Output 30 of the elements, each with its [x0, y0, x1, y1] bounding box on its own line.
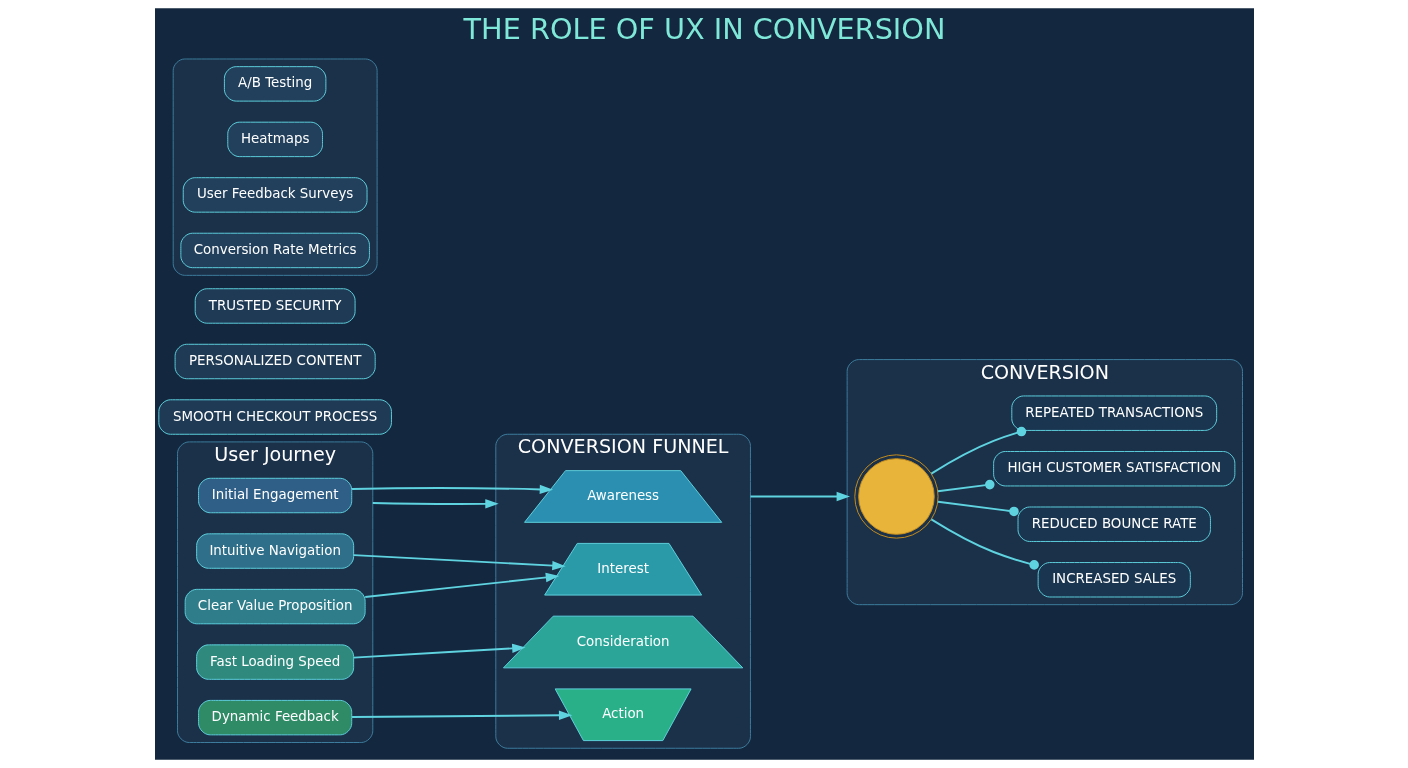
arrow [749, 491, 850, 502]
node-box: HIGH CUSTOMER SATISFACTION [992, 451, 1235, 487]
node-box: INCREASED SALES [1037, 562, 1191, 598]
connector [936, 479, 995, 493]
node-box: Dynamic Feedback [197, 699, 352, 736]
arrow [352, 554, 566, 571]
node-box: Heatmaps [226, 121, 323, 158]
arrow [350, 710, 572, 720]
node-box: PERSONALIZED CONTENT [174, 343, 376, 380]
node-box: TRUSTED SECURITY [194, 288, 356, 324]
node-box: SMOOTH CHECKOUT PROCESS [157, 399, 392, 435]
node-box: REPEATED TRANSACTIONS [1010, 395, 1217, 431]
node-box: A/B Testing [223, 66, 326, 102]
arrow [350, 484, 553, 495]
arrow [352, 643, 526, 659]
node-box: Fast Loading Speed [195, 644, 354, 680]
node-box: Conversion Rate Metrics [179, 232, 370, 269]
node-box: Initial Engagement [197, 477, 352, 514]
node-box: REDUCED BOUNCE RATE [1017, 506, 1211, 542]
node-box: Clear Value Proposition [184, 588, 366, 625]
node-box: Intuitive Navigation [195, 533, 354, 569]
connector [936, 500, 1019, 517]
arrow [363, 572, 559, 598]
node-box: User Feedback Surveys [182, 177, 368, 213]
diagram-title: THE ROLE OF UX IN CONVERSION [463, 11, 945, 46]
node-picture [853, 454, 939, 539]
connector [929, 518, 1039, 570]
connector [929, 426, 1026, 475]
cluster [172, 58, 378, 276]
arrow [371, 499, 499, 509]
